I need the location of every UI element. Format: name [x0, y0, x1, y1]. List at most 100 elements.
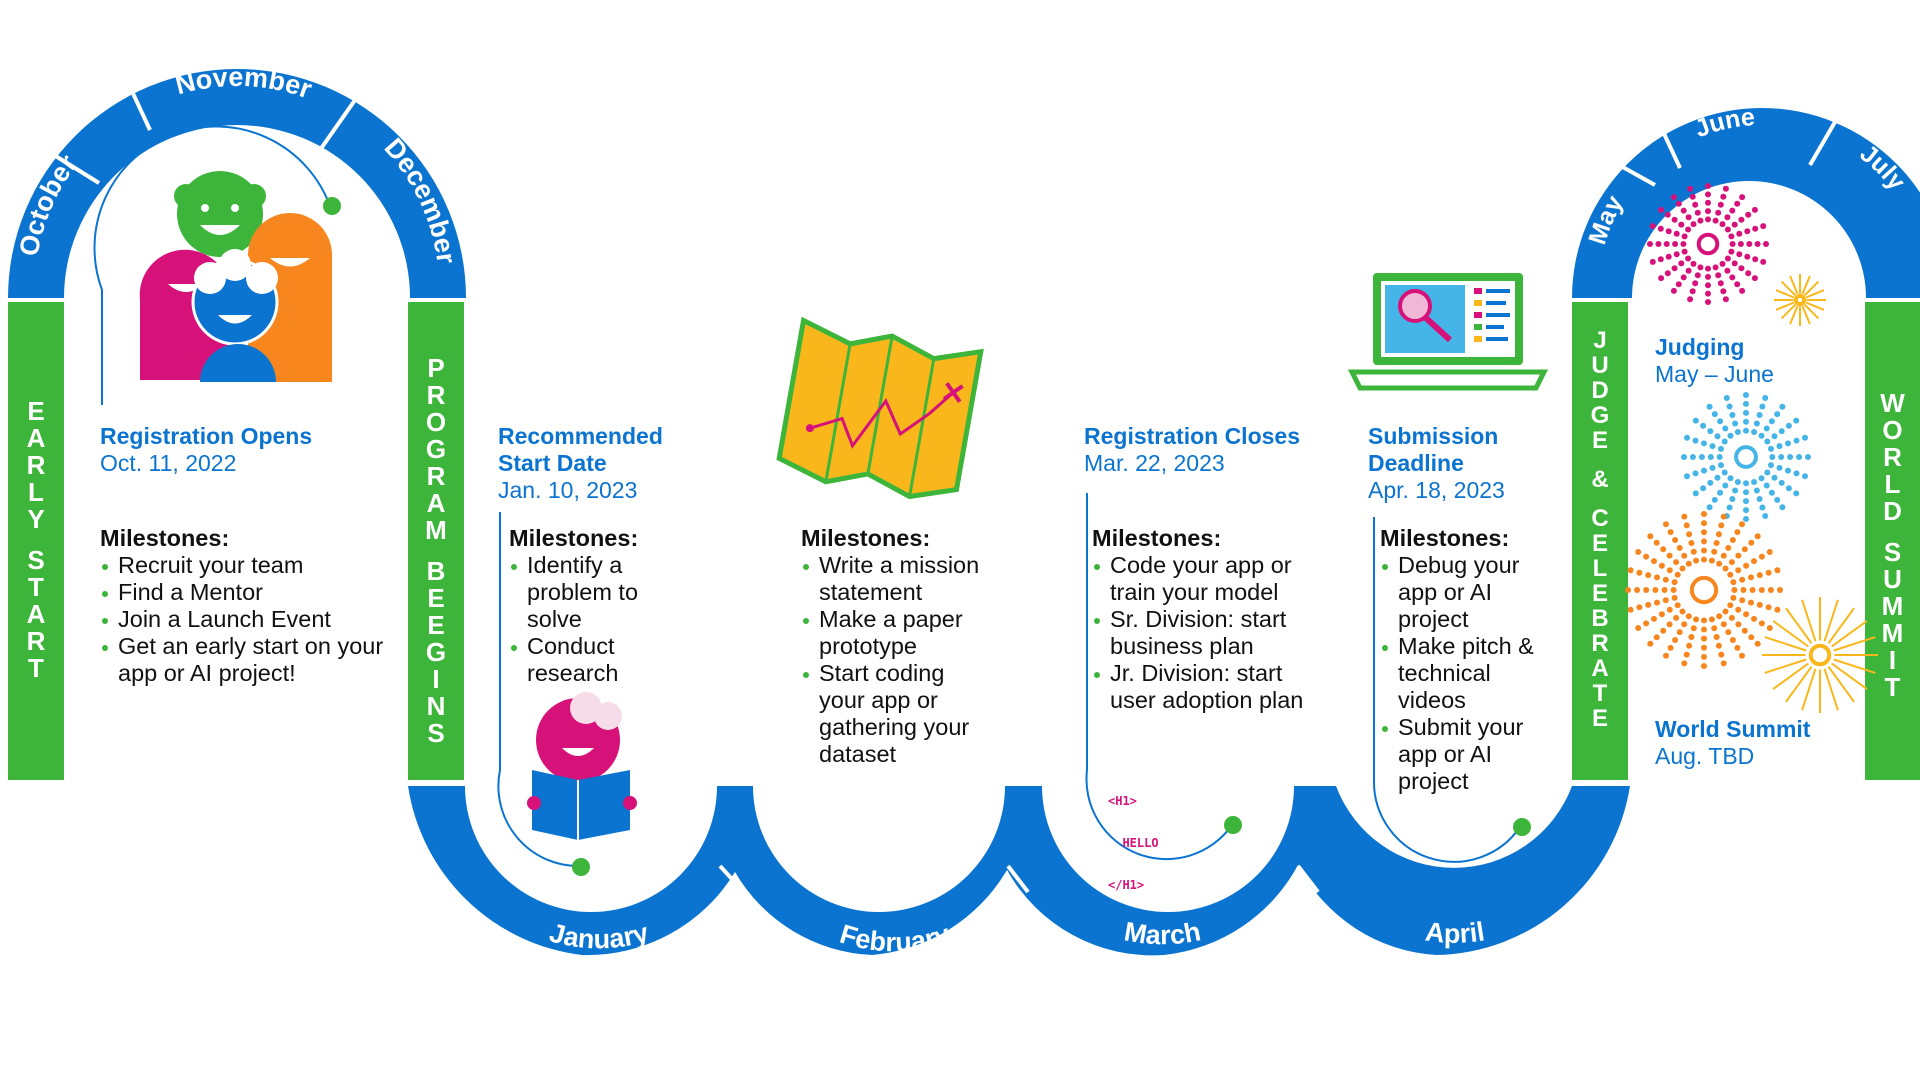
firework-dot [1705, 273, 1711, 280]
firework-dot [1689, 454, 1696, 460]
firework-dot [1718, 522, 1725, 529]
firework-dot [1645, 601, 1652, 608]
firework-dot [1700, 485, 1707, 492]
firework-dot [1762, 395, 1769, 401]
pillar-letter: L [1592, 555, 1608, 582]
firework-dot [1763, 241, 1769, 247]
milestone-item: Write a mission statement [801, 552, 981, 606]
firework-dot [1705, 282, 1711, 289]
firework-dot [1666, 567, 1673, 574]
firework-dot [1653, 634, 1660, 641]
band-divider [1006, 864, 1030, 894]
firework-ray [1823, 599, 1839, 642]
firework-dot [1793, 490, 1800, 497]
firework-dot [1724, 255, 1731, 262]
firework-dot [1728, 233, 1735, 240]
firework-dot [1711, 625, 1718, 632]
firework-ray [1827, 607, 1855, 644]
pillar-letter: D [1883, 496, 1902, 526]
firework-dot [1670, 287, 1677, 294]
firework-dot [1751, 275, 1758, 282]
firework-dot [1802, 434, 1808, 441]
firework-ray [1780, 280, 1797, 297]
pillar-letter: R [1883, 442, 1902, 472]
firework-dot [1707, 454, 1714, 460]
firework-dot [1697, 264, 1704, 271]
firework-dot [1756, 412, 1763, 418]
fireworks-icon [1625, 183, 1878, 713]
firework-dot [1774, 496, 1781, 503]
firework-dot [1785, 467, 1791, 474]
firework-dot [1660, 627, 1667, 634]
firework-dot [1709, 443, 1716, 450]
pillar-letter: A [26, 423, 46, 453]
connector-line [1085, 493, 1233, 861]
left-arch [8, 69, 466, 298]
firework-dot [1634, 587, 1641, 593]
firework-dot [1690, 221, 1697, 228]
firework-dot [1769, 454, 1776, 460]
firework-dot [1692, 417, 1699, 424]
connector-dot [572, 858, 590, 876]
firework-dot [1731, 221, 1738, 228]
laptop-search-icon [1347, 273, 1549, 391]
firework-dot [1647, 241, 1653, 247]
firework-dot [1743, 562, 1750, 569]
milestone-item: Jr. Division: start user adoption plan [1092, 660, 1322, 714]
firework-dot [1670, 587, 1677, 593]
band-divider [1296, 864, 1320, 894]
firework-dot [1731, 260, 1738, 267]
firework-dot [1715, 642, 1722, 649]
firework-dot [1732, 487, 1739, 494]
event-title: Start Date [498, 450, 607, 476]
firework-dot [1705, 208, 1711, 215]
firework-dot [1734, 479, 1741, 485]
firework-dot [1670, 194, 1677, 201]
firework-dot [1701, 626, 1707, 633]
milestones-heading: Milestones: [100, 525, 230, 551]
firework-dot [1678, 260, 1685, 267]
firework-dot [1698, 454, 1705, 460]
firework-dot [1722, 608, 1729, 615]
firework-dot [1793, 417, 1800, 424]
milestones-heading: Milestones: [1092, 525, 1222, 551]
milestone-item: Code your app or train your model [1092, 552, 1322, 606]
firework-dot [1739, 576, 1746, 583]
event-date: Apr. 18, 2023 [1368, 477, 1505, 503]
firework-dot [1705, 191, 1711, 198]
firework-dot [1743, 409, 1749, 416]
firework-ray [1831, 620, 1868, 648]
firework-ray [1833, 636, 1876, 652]
firework-dot [1716, 560, 1723, 567]
firework-dot [1720, 552, 1727, 559]
firework-dot [1692, 490, 1699, 497]
firework-dot [1689, 288, 1696, 295]
firework-dot [1752, 225, 1759, 232]
pillar-letter: U [1883, 564, 1902, 594]
band-divider [718, 864, 744, 892]
firework-dot [1712, 217, 1719, 224]
firework-ray [1785, 607, 1813, 644]
firework-dot [1734, 529, 1741, 536]
milestone-item: Join a Launch Event [100, 606, 400, 633]
firework-dot [1720, 660, 1727, 667]
arch-divider [1609, 158, 1656, 187]
event-title: Registration Opens [100, 423, 313, 449]
pillar-letter: G [425, 434, 447, 464]
firework-dot [1751, 429, 1758, 435]
firework-dot [1657, 225, 1664, 232]
firework-dot [1665, 253, 1672, 260]
firework-dot [1725, 544, 1732, 551]
pillar-letter: L [28, 477, 44, 507]
firework-dot [1701, 538, 1707, 545]
firework-dot [1729, 637, 1736, 643]
firework-dot [1793, 470, 1800, 477]
pillar-letter: A [426, 488, 446, 518]
firework-dot [1674, 602, 1681, 609]
firework-ray [1785, 666, 1813, 703]
firework-dot [1729, 207, 1736, 214]
